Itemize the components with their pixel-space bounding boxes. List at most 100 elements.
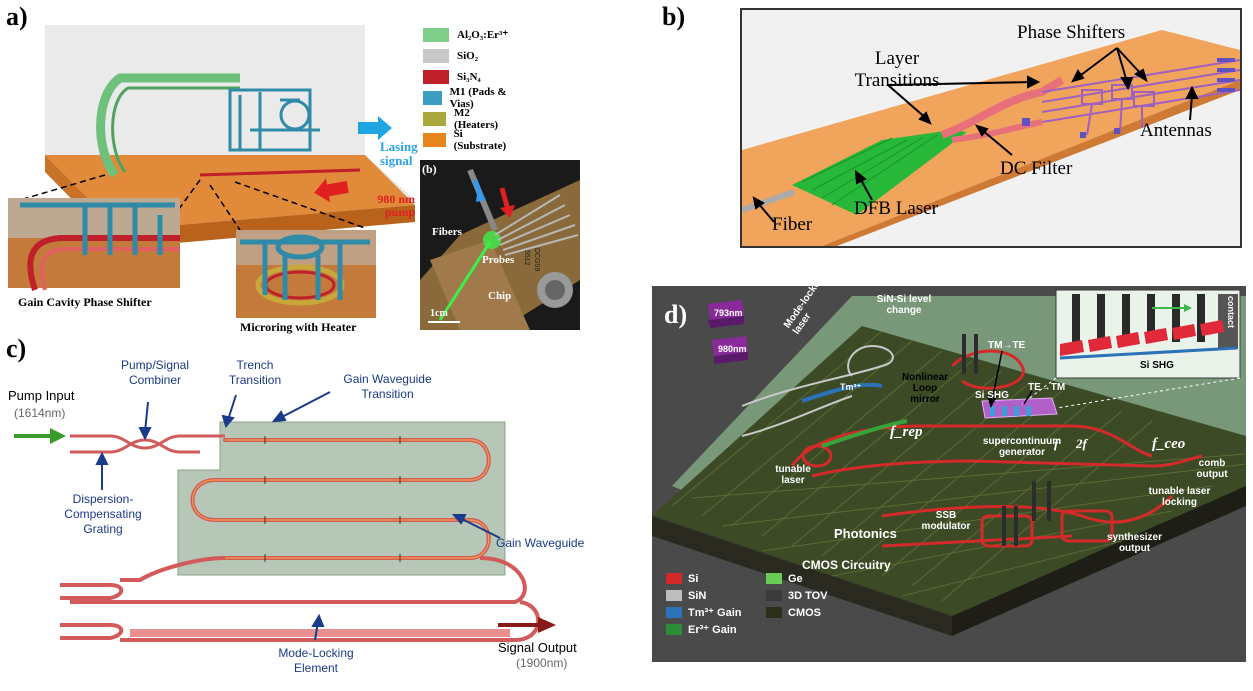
panel-label-c: c) bbox=[6, 334, 27, 363]
chip-label: Chip bbox=[488, 290, 512, 302]
legend-a-label: M2 (Heaters) bbox=[454, 106, 499, 131]
trench-transition-label: Trench Transition bbox=[228, 358, 282, 387]
pump-wavelength-label: (1614nm) bbox=[14, 406, 66, 420]
legend-a-label: SiO₂ bbox=[457, 49, 479, 62]
pump-980-label: 980 nm pump bbox=[377, 192, 415, 219]
legend-d-swatch bbox=[666, 607, 682, 618]
chip-text-1: DCG09 bbox=[533, 248, 540, 272]
contact-label: contact bbox=[1226, 296, 1236, 329]
panel-b: Layer Transitions Phase Shifters Antenna… bbox=[740, 8, 1242, 248]
fiber-label: Fiber bbox=[772, 214, 813, 235]
layer-transitions-label: Layer Transitions bbox=[854, 48, 940, 91]
legend-d-item: Tm³⁺ Gain bbox=[666, 604, 766, 621]
legend-a-item: M1 (Pads & Vias) bbox=[423, 85, 510, 110]
panel-d-render bbox=[652, 289, 1246, 636]
legend-a-label: Al₂O₃:Er³⁺ bbox=[457, 29, 509, 41]
probes-label: Probes bbox=[482, 254, 515, 266]
legend-a-swatch bbox=[423, 48, 449, 63]
photonics-label: Photonics bbox=[834, 526, 897, 541]
legend-a-swatch bbox=[423, 111, 447, 126]
legend-a-item: Al₂O₃:Er³⁺ bbox=[423, 24, 510, 45]
legend-d-item: CMOS bbox=[766, 604, 866, 621]
panel-c-render bbox=[14, 391, 556, 642]
te-tm-label: TE→TM bbox=[1028, 382, 1066, 393]
panel-a-render bbox=[8, 25, 415, 318]
legend-d-label: Er³⁺ Gain bbox=[688, 624, 737, 636]
legend-a-swatch bbox=[423, 90, 442, 105]
combiner-label: Pump/Signal Combiner bbox=[120, 358, 190, 387]
legend-a-item: Si₃N₄ bbox=[423, 66, 510, 87]
supercontinuum-label: supercontinuum generator bbox=[982, 436, 1062, 458]
panel-a: Al₂O₃:Er³⁺ SiO₂ Si₃N₄ M1 (Pads & Vias)M2 (H… bbox=[0, 0, 580, 340]
comb-output-label: comb output bbox=[1196, 458, 1228, 480]
legend-a-swatch bbox=[423, 132, 446, 147]
legend-a-label: M1 (Pads & Vias) bbox=[449, 85, 507, 110]
signal-wavelength-label: (1900nm) bbox=[516, 656, 568, 670]
legend-a-item: Si (Substrate) bbox=[423, 127, 510, 152]
legend-d-swatch bbox=[666, 573, 682, 584]
tunable-locking-label: tunable laser locking bbox=[1148, 486, 1211, 508]
inset-right-caption: Microring with Heater bbox=[240, 320, 357, 334]
legend-d-item: Si bbox=[666, 570, 766, 587]
legend-d-swatch bbox=[666, 624, 682, 635]
tunable-laser-label: tunable laser bbox=[775, 464, 811, 486]
legend-d-label: 3D TOV bbox=[788, 589, 828, 602]
cmos-circuitry-label: CMOS Circuitry bbox=[802, 558, 891, 572]
legend-a-swatch bbox=[423, 69, 449, 84]
panel-label-b: b) bbox=[662, 2, 686, 31]
mode-locking-label: Mode-Locking Element bbox=[278, 646, 354, 675]
sin-si-label: SiN-Si level change bbox=[876, 294, 932, 316]
gain-waveguide-transition-label: Gain Waveguide Transition bbox=[343, 372, 432, 401]
fibers-label: Fibers bbox=[432, 226, 462, 238]
scale-bar-label: 1cm bbox=[430, 308, 448, 319]
inset-left-caption: Gain Cavity Phase Shifter bbox=[18, 295, 152, 309]
legend-a-item: M2 (Heaters) bbox=[423, 106, 510, 131]
lasing-signal-label: Lasing signal bbox=[380, 139, 418, 168]
si-shg-inset-label: Si SHG bbox=[1140, 360, 1174, 371]
panel-b-render bbox=[742, 30, 1240, 246]
frep-label: f_rep bbox=[890, 424, 923, 440]
panel-d: SiN-Si level change Mode-locked laser Tm… bbox=[652, 286, 1246, 662]
legend-d-item: Er³⁺ Gain bbox=[666, 621, 766, 638]
legend-d-label: Si bbox=[688, 572, 699, 585]
dc-filter-label: DC Filter bbox=[1000, 158, 1073, 179]
synthesizer-output-label: synthesizer output bbox=[1106, 532, 1163, 554]
legend-d-swatch bbox=[766, 573, 782, 584]
legend-a-item: SiO₂ bbox=[423, 45, 510, 66]
panel-a-legend: Al₂O₃:Er³⁺ SiO₂ Si₃N₄ M1 (Pads & Vias)M2 (H… bbox=[423, 24, 510, 152]
chip-photo: (b) Fibers Probes Chip 1cm DCG09 5512 bbox=[420, 160, 580, 330]
pump-input-label: Pump Input bbox=[8, 388, 75, 403]
signal-output-label: Signal Output bbox=[498, 640, 577, 655]
legend-d-swatch bbox=[766, 590, 782, 601]
legend-d-label: Ge bbox=[788, 572, 803, 585]
phase-shifters-label: Phase Shifters bbox=[1017, 22, 1126, 43]
tm-te-label: TM→TE bbox=[988, 340, 1026, 351]
panel-c: Pump Input (1614nm) Pump/Signal Combiner… bbox=[0, 340, 640, 686]
antennas-label: Antennas bbox=[1140, 120, 1212, 141]
legend-d-item: Ge bbox=[766, 570, 866, 587]
photo-label: (b) bbox=[422, 162, 437, 176]
legend-d-label: CMOS bbox=[788, 606, 821, 619]
legend-d-swatch bbox=[666, 590, 682, 601]
ssb-modulator-label: SSB modulator bbox=[921, 510, 971, 532]
pump-980-label-d: 980nm bbox=[718, 344, 747, 354]
chip-text-2: 5512 bbox=[523, 250, 530, 266]
pump-793-label: 793nm bbox=[714, 308, 743, 318]
legend-a-swatch bbox=[423, 27, 449, 42]
legend-d-label: SiN bbox=[688, 589, 707, 602]
legend-a-label: Si (Substrate) bbox=[453, 127, 507, 152]
f-label: f bbox=[1054, 436, 1059, 451]
legend-d-item: SiN bbox=[666, 587, 766, 604]
fceo-label: f_ceo bbox=[1152, 436, 1186, 452]
gain-waveguide-label: Gain Waveguide bbox=[496, 536, 585, 550]
dispersion-grating-label: Dispersion-Compensating Grating bbox=[64, 492, 142, 536]
legend-a-label: Si₃N₄ bbox=[457, 70, 481, 83]
dfb-laser-label: DFB Laser bbox=[854, 198, 938, 219]
panel-label-d: d) bbox=[664, 300, 688, 329]
tm-label: Tm³⁺ bbox=[840, 382, 862, 392]
nonlinear-loop-label: Nonlinear Loop mirror bbox=[901, 372, 949, 405]
legend-d-label: Tm³⁺ Gain bbox=[688, 607, 742, 619]
2f-label: 2f bbox=[1076, 436, 1087, 451]
legend-d-swatch bbox=[766, 607, 782, 618]
legend-d-item: 3D TOV bbox=[766, 587, 866, 604]
